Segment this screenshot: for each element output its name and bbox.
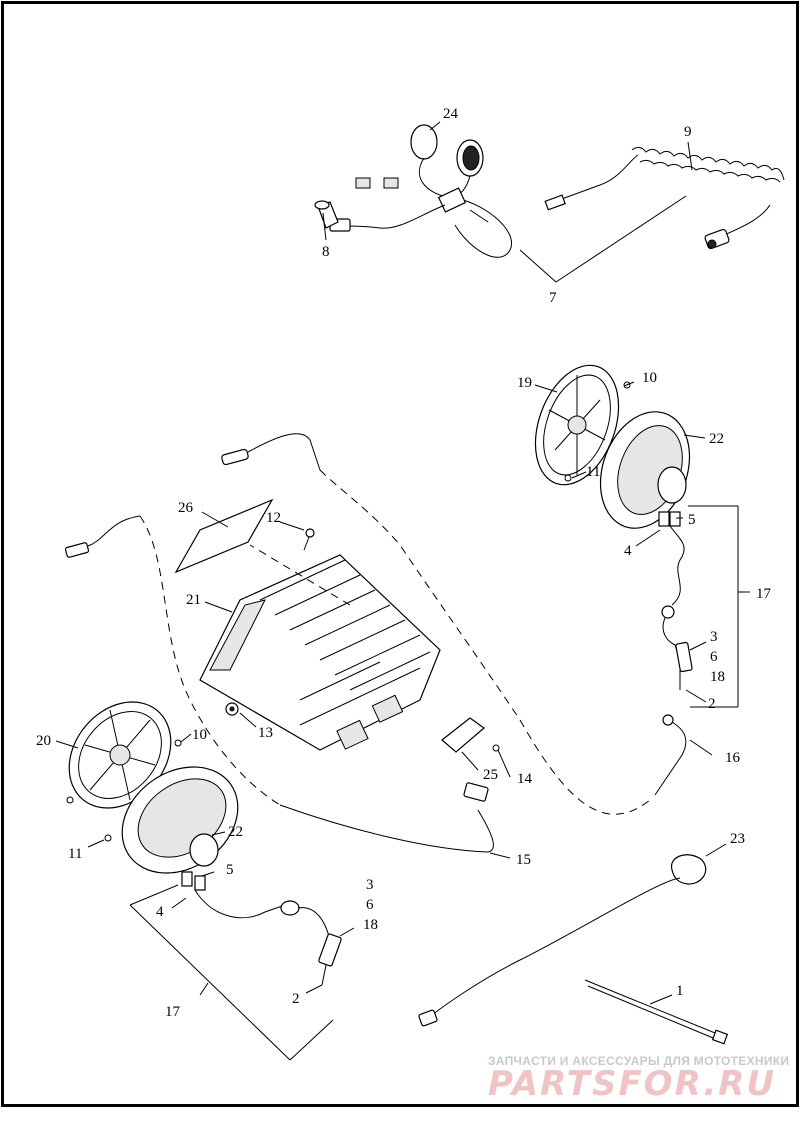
callout-5-left: 5 [226, 862, 234, 878]
callout-18-left: 18 [363, 917, 378, 933]
callout-5-right: 5 [688, 512, 696, 528]
callout-11-left: 11 [68, 846, 82, 862]
callout-7: 7 [549, 290, 557, 306]
callout-22-left: 22 [228, 824, 243, 840]
callout-3-left: 3 [366, 877, 374, 893]
watermark-caption: ЗАПЧАСТИ И АКСЕССУАРЫ ДЛЯ МОТОТЕХНИКИ [488, 1054, 790, 1068]
callout-17-left: 17 [165, 1004, 181, 1020]
callout-8: 8 [322, 244, 330, 260]
callout-20: 20 [36, 733, 51, 749]
amplifier [199, 554, 441, 751]
gps-antenna-23 [418, 854, 707, 1027]
cable-tie-1 [584, 979, 729, 1045]
callout-6-left: 6 [366, 897, 374, 913]
callout-10-right: 10 [642, 370, 657, 386]
amp-screw [303, 528, 315, 551]
callout-18-right: 18 [710, 669, 725, 685]
diagram-frame [1, 1, 799, 1107]
dashed-routing [139, 469, 651, 815]
watermark-logo: PARTSFOR.RU [488, 1064, 777, 1104]
callout-2-right: 2 [708, 696, 716, 712]
callout-2-left: 2 [292, 991, 300, 1007]
callout-1: 1 [676, 983, 684, 999]
callout-26: 26 [178, 500, 194, 516]
left-speaker [104, 739, 239, 874]
callout-labels: 24 9 8 7 19 10 22 11 5 4 17 3 6 18 2 26 … [36, 106, 772, 1020]
left-input-lead [64, 515, 141, 558]
earpiece-left [410, 124, 438, 160]
mic-control-box [437, 187, 467, 213]
right-speaker-grille [534, 364, 620, 486]
right-speaker-harness [658, 505, 750, 708]
callout-17-right: 17 [756, 586, 772, 602]
left-speaker-harness [129, 871, 342, 1061]
amp-grommet [225, 702, 239, 716]
callout-15: 15 [516, 852, 531, 868]
antenna-lead-16 [654, 714, 687, 796]
callout-14: 14 [517, 771, 533, 787]
callout-16: 16 [725, 750, 741, 766]
callout-4-right: 4 [624, 543, 632, 559]
headset-assembly [314, 124, 513, 258]
amp-input-lead [221, 433, 321, 471]
right-speaker [564, 381, 691, 529]
callout-3-right: 3 [710, 629, 718, 645]
leader-lines [55, 121, 727, 1005]
callout-24: 24 [443, 106, 459, 122]
callout-6-right: 6 [710, 649, 718, 665]
callout-22-right: 22 [709, 431, 724, 447]
left-speaker-grille [66, 701, 172, 809]
callout-9: 9 [684, 124, 692, 140]
callout-10-left: 10 [192, 727, 207, 743]
callout-12: 12 [266, 510, 281, 526]
callout-4-left: 4 [156, 904, 164, 920]
callout-25: 25 [483, 767, 498, 783]
callout-23: 23 [730, 831, 745, 847]
amp-label-sheet [174, 498, 274, 574]
callout-19: 19 [517, 375, 532, 391]
callout-13: 13 [258, 725, 273, 741]
callout-11-right: 11 [586, 464, 600, 480]
amp-bracket [441, 717, 500, 753]
harness-15 [279, 782, 494, 853]
callout-21: 21 [186, 592, 201, 608]
coiled-cord [544, 146, 785, 250]
